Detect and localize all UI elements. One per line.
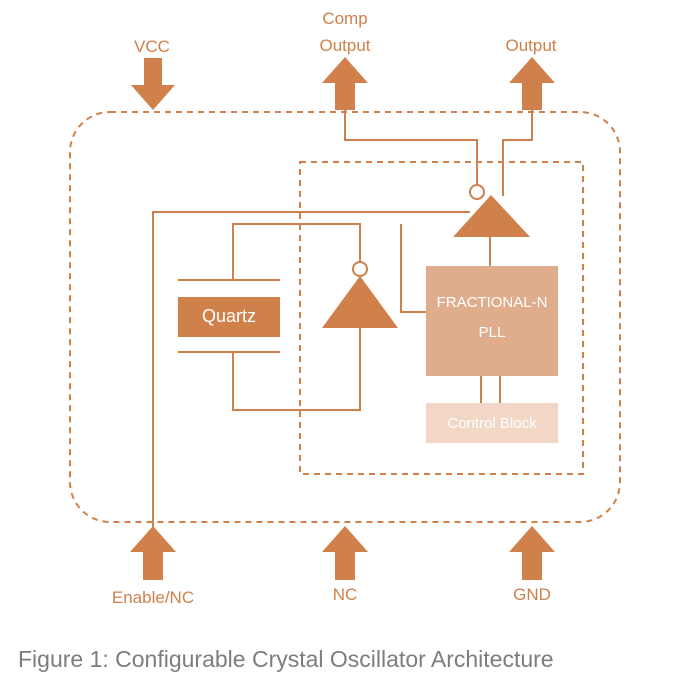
comp-output-label-line1: Comp bbox=[322, 9, 367, 28]
vcc-label: VCC bbox=[134, 37, 170, 56]
pll-label-line2: PLL bbox=[479, 324, 506, 341]
quartz-label: Quartz bbox=[202, 306, 256, 326]
output-arrow-icon bbox=[509, 57, 555, 110]
pll-label-line1: FRACTIONAL-N bbox=[437, 294, 548, 311]
gnd-arrow-icon bbox=[509, 526, 555, 580]
output-buffer-triangle bbox=[453, 195, 530, 237]
control-block-label: Control Block bbox=[447, 415, 537, 432]
nc-label: NC bbox=[333, 585, 358, 604]
inverter-bubble bbox=[352, 261, 368, 277]
vcc-arrow-icon bbox=[131, 58, 175, 110]
comp-output-label-line2: Output bbox=[319, 36, 370, 55]
pll-block bbox=[426, 266, 558, 376]
control-block bbox=[426, 403, 558, 443]
wires bbox=[152, 110, 533, 530]
inverter-triangle bbox=[322, 276, 398, 328]
enable-arrow-icon bbox=[130, 526, 176, 580]
comp-output-arrow-icon bbox=[322, 57, 368, 110]
enable-nc-label: Enable/NC bbox=[112, 588, 194, 607]
gnd-label: GND bbox=[513, 585, 551, 604]
nc-arrow-icon bbox=[322, 526, 368, 580]
output-buffer-bubble bbox=[469, 184, 485, 200]
figure-caption: Figure 1: Configurable Crystal Oscillato… bbox=[18, 646, 554, 672]
quartz-block bbox=[178, 297, 280, 337]
output-label: Output bbox=[505, 36, 556, 55]
die-boundary bbox=[299, 161, 584, 475]
